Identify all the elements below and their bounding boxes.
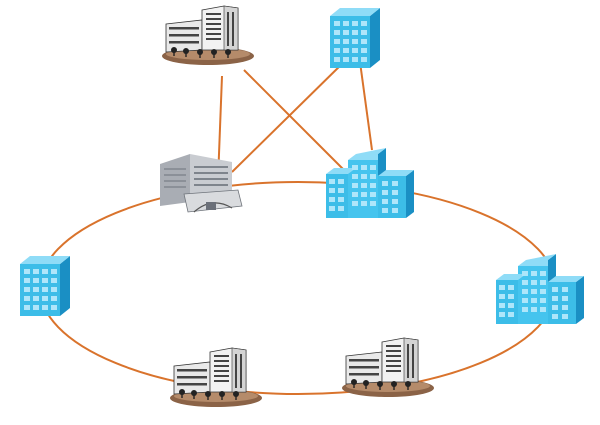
blue-tower-building-icon <box>20 256 70 316</box>
campus-building-icon <box>161 5 255 66</box>
campus-building-icon <box>341 337 435 398</box>
link-tower-cluster <box>359 61 373 151</box>
campus-building-icon <box>169 347 263 408</box>
office-headquarters-icon <box>159 153 243 213</box>
blue-building-cluster-icon <box>326 148 414 218</box>
ring-link <box>39 181 557 395</box>
link-campus-top-cluster <box>243 69 351 177</box>
blue-tower-building-icon <box>330 8 380 68</box>
blue-building-cluster-icon <box>496 254 584 324</box>
link-tower-hq <box>231 59 347 173</box>
network-links <box>39 59 557 395</box>
